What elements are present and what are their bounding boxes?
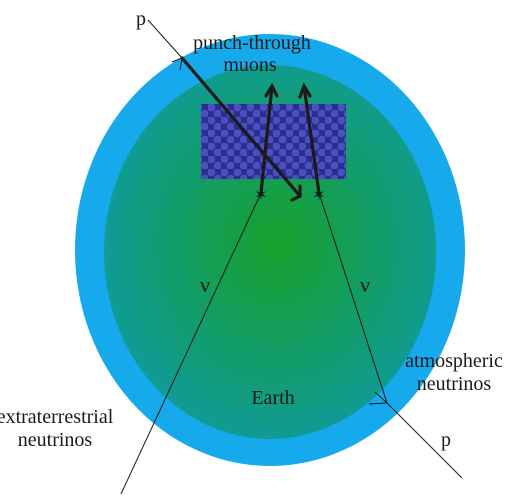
neutrino-symbol-left: ν [200,272,210,297]
left-upgoing-muon-track [259,84,274,195]
proton-label-bottom: p [441,429,451,451]
punch-through-muon-arrowhead [290,184,302,202]
proton-label-top: p [136,8,146,30]
detector-volume [201,104,346,179]
extraterrestrial-neutrinos-label: neutrinos [18,429,93,451]
right-muon-arrowhead [298,82,312,99]
extraterrestrial-neutrino-line [120,192,262,495]
neutrino-symbol-right: ν [360,272,370,297]
cosmic-proton-line-top [147,19,183,59]
earth-label: Earth [251,387,294,409]
punch-through-label: punch-through [193,32,311,54]
particle-lines [120,19,463,495]
muons-label: muons [223,54,277,76]
entry-arrow-bottom [368,391,389,405]
punch-through-muon-track [180,56,302,198]
muon-tracks [180,56,321,202]
star-icon: ✶ [312,187,325,204]
star-icon: ✶ [254,187,267,204]
atmospheric-neutrinos-label: neutrinos [417,373,492,395]
atmospheric-neutrino-line [318,192,388,404]
left-muon-arrowhead [264,82,279,98]
right-upgoing-muon-track [302,84,321,195]
extraterrestrial-label: extraterrestrial [0,406,114,428]
atmospheric-label: atmospheric [405,350,503,372]
earth-interior [104,65,436,439]
cosmic-proton-line-bottom [386,402,463,479]
